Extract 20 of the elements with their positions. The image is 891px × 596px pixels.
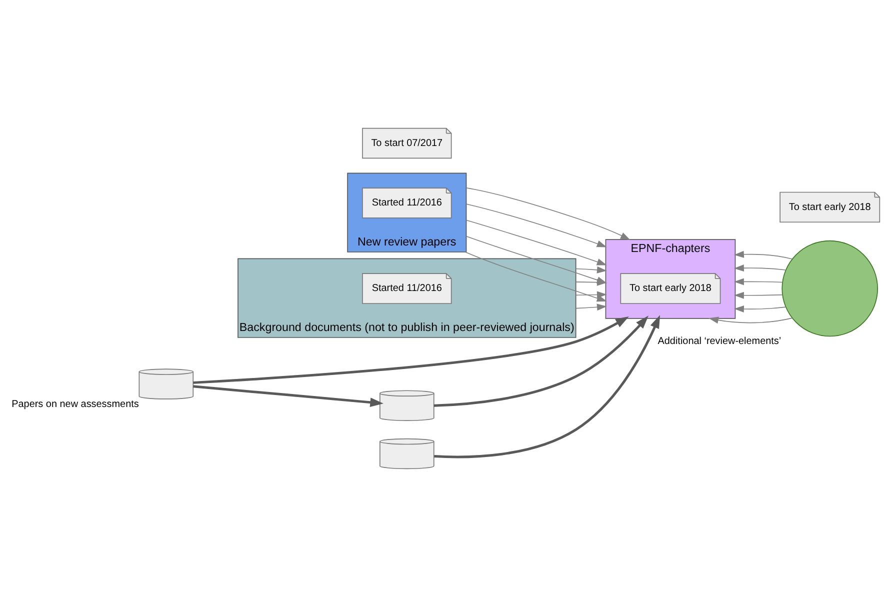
node-circle bbox=[782, 240, 878, 336]
arrow bbox=[708, 316, 792, 324]
node-label: Additional ‘review-elements’ bbox=[658, 336, 782, 347]
arrow bbox=[575, 278, 607, 286]
arrow bbox=[734, 278, 783, 285]
arrow bbox=[734, 250, 792, 259]
arrow bbox=[734, 264, 786, 272]
arrow bbox=[434, 315, 648, 406]
arrow bbox=[466, 186, 630, 240]
arrow bbox=[575, 303, 607, 310]
node-label: Papers on new assessments bbox=[12, 398, 139, 410]
arrow bbox=[434, 314, 660, 458]
arrow bbox=[575, 290, 607, 298]
arrow bbox=[466, 203, 607, 247]
arrow bbox=[575, 266, 607, 273]
arrow bbox=[466, 219, 607, 265]
arrow bbox=[193, 316, 629, 384]
arrow bbox=[734, 291, 783, 298]
arrow bbox=[193, 384, 384, 406]
arrow bbox=[734, 305, 786, 312]
